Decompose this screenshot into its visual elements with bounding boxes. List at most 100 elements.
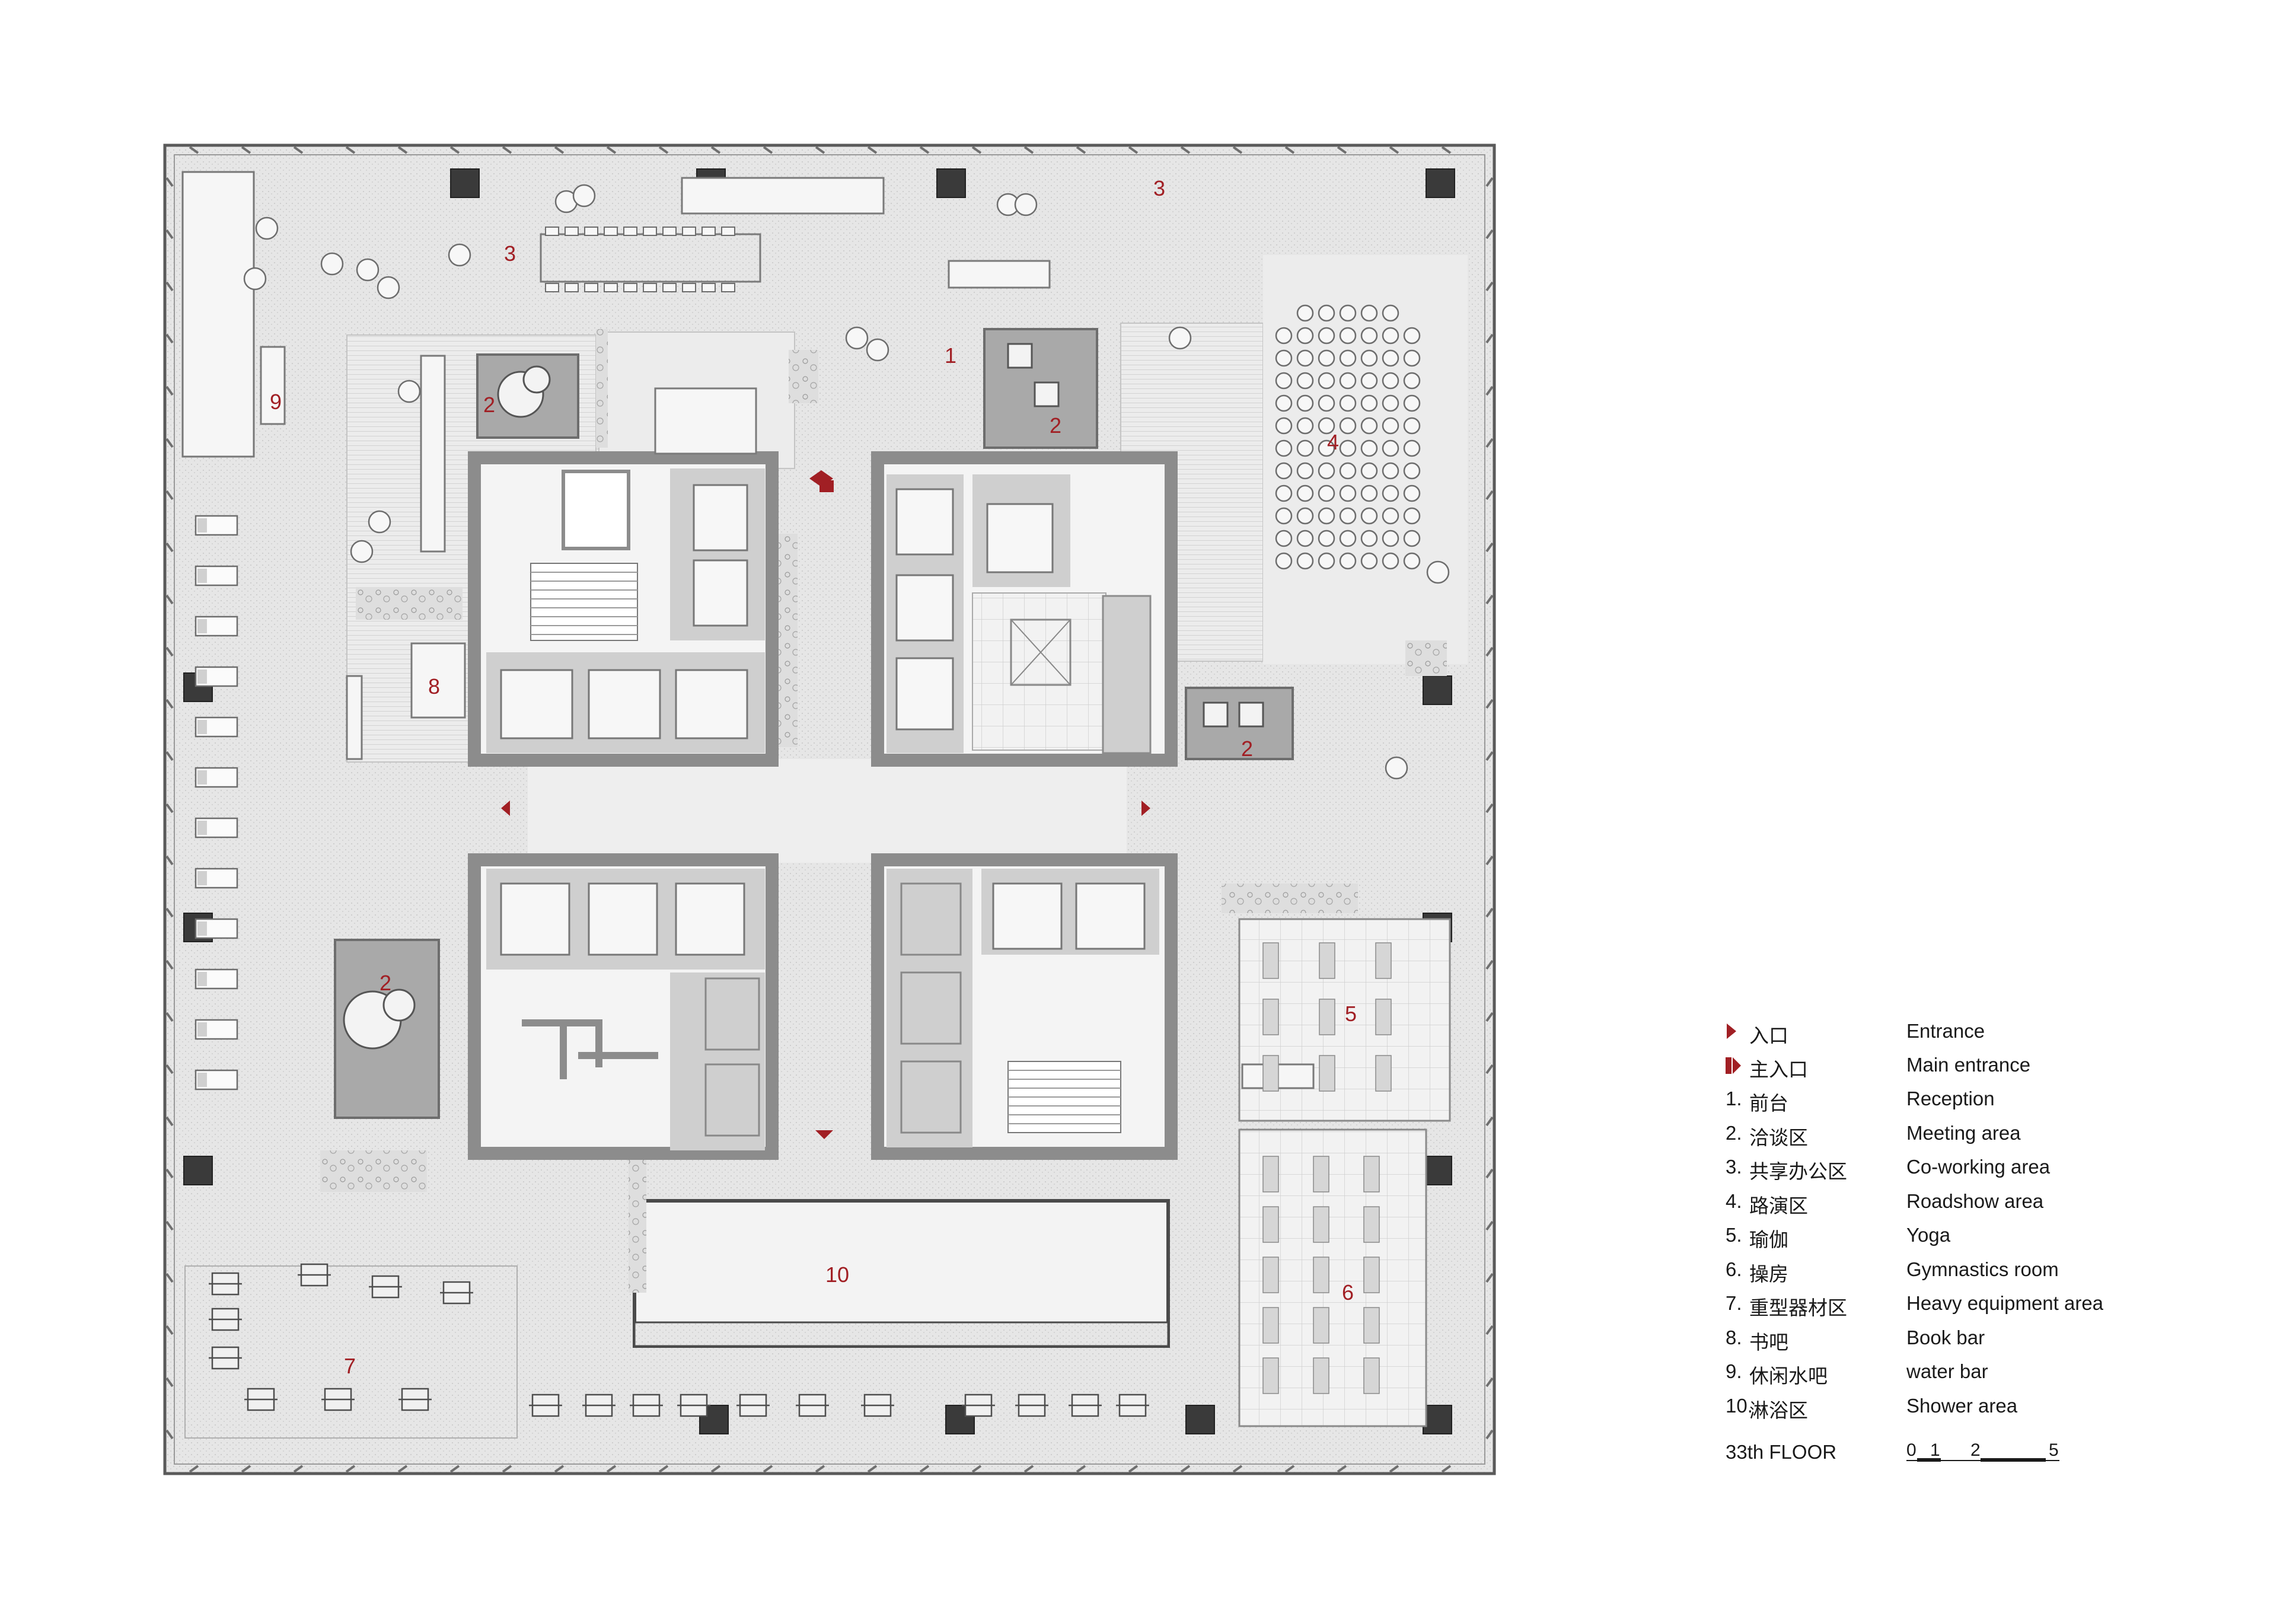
facade-fin — [397, 1465, 408, 1473]
facade-fin — [165, 907, 174, 918]
coworking-chairs — [545, 227, 735, 292]
legend-number: 1. — [1726, 1088, 1742, 1109]
seat — [1275, 484, 1293, 502]
seat — [1275, 507, 1293, 525]
legend-zh: 休闲水吧 — [1749, 1365, 1828, 1387]
scale-tick-label: 1 — [1930, 1440, 1940, 1460]
shower-edge — [633, 1321, 1169, 1347]
legend-en: Reception — [1906, 1088, 1995, 1109]
treadmill-console — [197, 619, 207, 633]
facade-fin — [165, 1429, 174, 1440]
facade-fin — [1485, 699, 1494, 709]
core-south-east — [871, 853, 1178, 1160]
seat — [1360, 484, 1378, 502]
facade-fin — [1485, 959, 1494, 970]
facade-fin — [345, 146, 356, 154]
lounge-seat — [350, 540, 374, 563]
legend-number: 6. — [1726, 1258, 1742, 1280]
column — [450, 168, 480, 198]
lounge-seat — [1014, 193, 1038, 216]
lounge-seat — [368, 510, 391, 534]
legend-number: 3. — [1726, 1156, 1742, 1178]
mat — [1313, 1156, 1329, 1192]
column — [1426, 168, 1455, 198]
seat — [1382, 417, 1399, 435]
facade-fin — [1441, 1465, 1452, 1473]
seat — [1339, 462, 1357, 480]
mat — [1319, 942, 1335, 979]
facade-fin — [867, 146, 878, 154]
chair — [721, 227, 735, 236]
facade-fin — [1485, 907, 1494, 918]
mat — [1313, 1357, 1329, 1394]
roadshow-seating-zone — [1263, 255, 1468, 664]
legend-number: 4. — [1726, 1190, 1742, 1212]
entrance-east-marker — [1141, 801, 1150, 816]
treadmill-console — [197, 972, 207, 986]
legend-en: Main entrance — [1906, 1054, 2031, 1076]
seat — [1339, 507, 1357, 525]
seat — [1318, 439, 1335, 457]
facade-fin — [1485, 751, 1494, 761]
legend-en: Gymnastics room — [1906, 1258, 2059, 1280]
seat — [1339, 552, 1357, 570]
lounge-seat — [320, 252, 344, 276]
mat — [1262, 1055, 1279, 1092]
scale-tick-label: 2 — [1970, 1440, 1981, 1460]
seat — [1296, 484, 1314, 502]
entrance-arrow-icon — [1727, 1023, 1736, 1039]
legend-entrance: 入口 Entrance — [1726, 1020, 2259, 1048]
column — [1423, 1405, 1452, 1434]
facade-fin — [502, 1465, 512, 1473]
facade-fin — [1076, 146, 1086, 154]
seat — [1296, 304, 1314, 322]
legend-en: Yoga — [1906, 1224, 1951, 1246]
floor-name: 33th FLOOR — [1726, 1441, 1837, 1463]
facade-fin — [554, 1465, 565, 1473]
mat — [1375, 999, 1392, 1035]
facade-fin — [1284, 146, 1295, 154]
facade-fin — [165, 542, 174, 553]
lounge-seat — [845, 326, 869, 350]
room-label-book-bar: 8 — [428, 674, 440, 699]
facade-fin — [165, 1064, 174, 1074]
column — [936, 168, 966, 198]
facade-fin — [165, 751, 174, 761]
facade-fins — [165, 146, 1494, 1473]
seat — [1360, 372, 1378, 390]
legend-en: Roadshow area — [1906, 1190, 2044, 1212]
mat — [1363, 1156, 1380, 1192]
room-label-meeting-c: 2 — [1241, 736, 1253, 761]
facade-fin — [763, 146, 773, 154]
seat — [1403, 417, 1421, 435]
seat — [1403, 552, 1421, 570]
seat — [1318, 327, 1335, 345]
seat — [1360, 507, 1378, 525]
seat — [1296, 349, 1314, 367]
seat — [1339, 349, 1357, 367]
facade-fin — [449, 146, 460, 154]
facade-fin — [1485, 1012, 1494, 1022]
seat — [1296, 462, 1314, 480]
lounge-seat — [866, 338, 889, 362]
seat — [1339, 394, 1357, 412]
treadmills — [194, 515, 238, 1090]
room-label-shower: 10 — [825, 1262, 849, 1287]
room-label-roadshow: 4 — [1327, 430, 1339, 454]
seat — [1382, 327, 1399, 345]
facade-fin — [165, 1220, 174, 1231]
legend-zh: 洽谈区 — [1749, 1126, 1808, 1149]
mat — [1363, 1357, 1380, 1394]
facade-fin — [1485, 1220, 1494, 1231]
legend-en: Entrance — [1906, 1020, 1985, 1042]
facade-fin — [165, 177, 174, 187]
treadmill-console — [197, 1022, 207, 1037]
facade-fin — [1180, 1465, 1191, 1473]
facade-fin — [165, 281, 174, 292]
facade-fin — [165, 959, 174, 970]
chair — [584, 227, 598, 236]
seat — [1382, 530, 1399, 547]
facade-fin — [1485, 1168, 1494, 1179]
